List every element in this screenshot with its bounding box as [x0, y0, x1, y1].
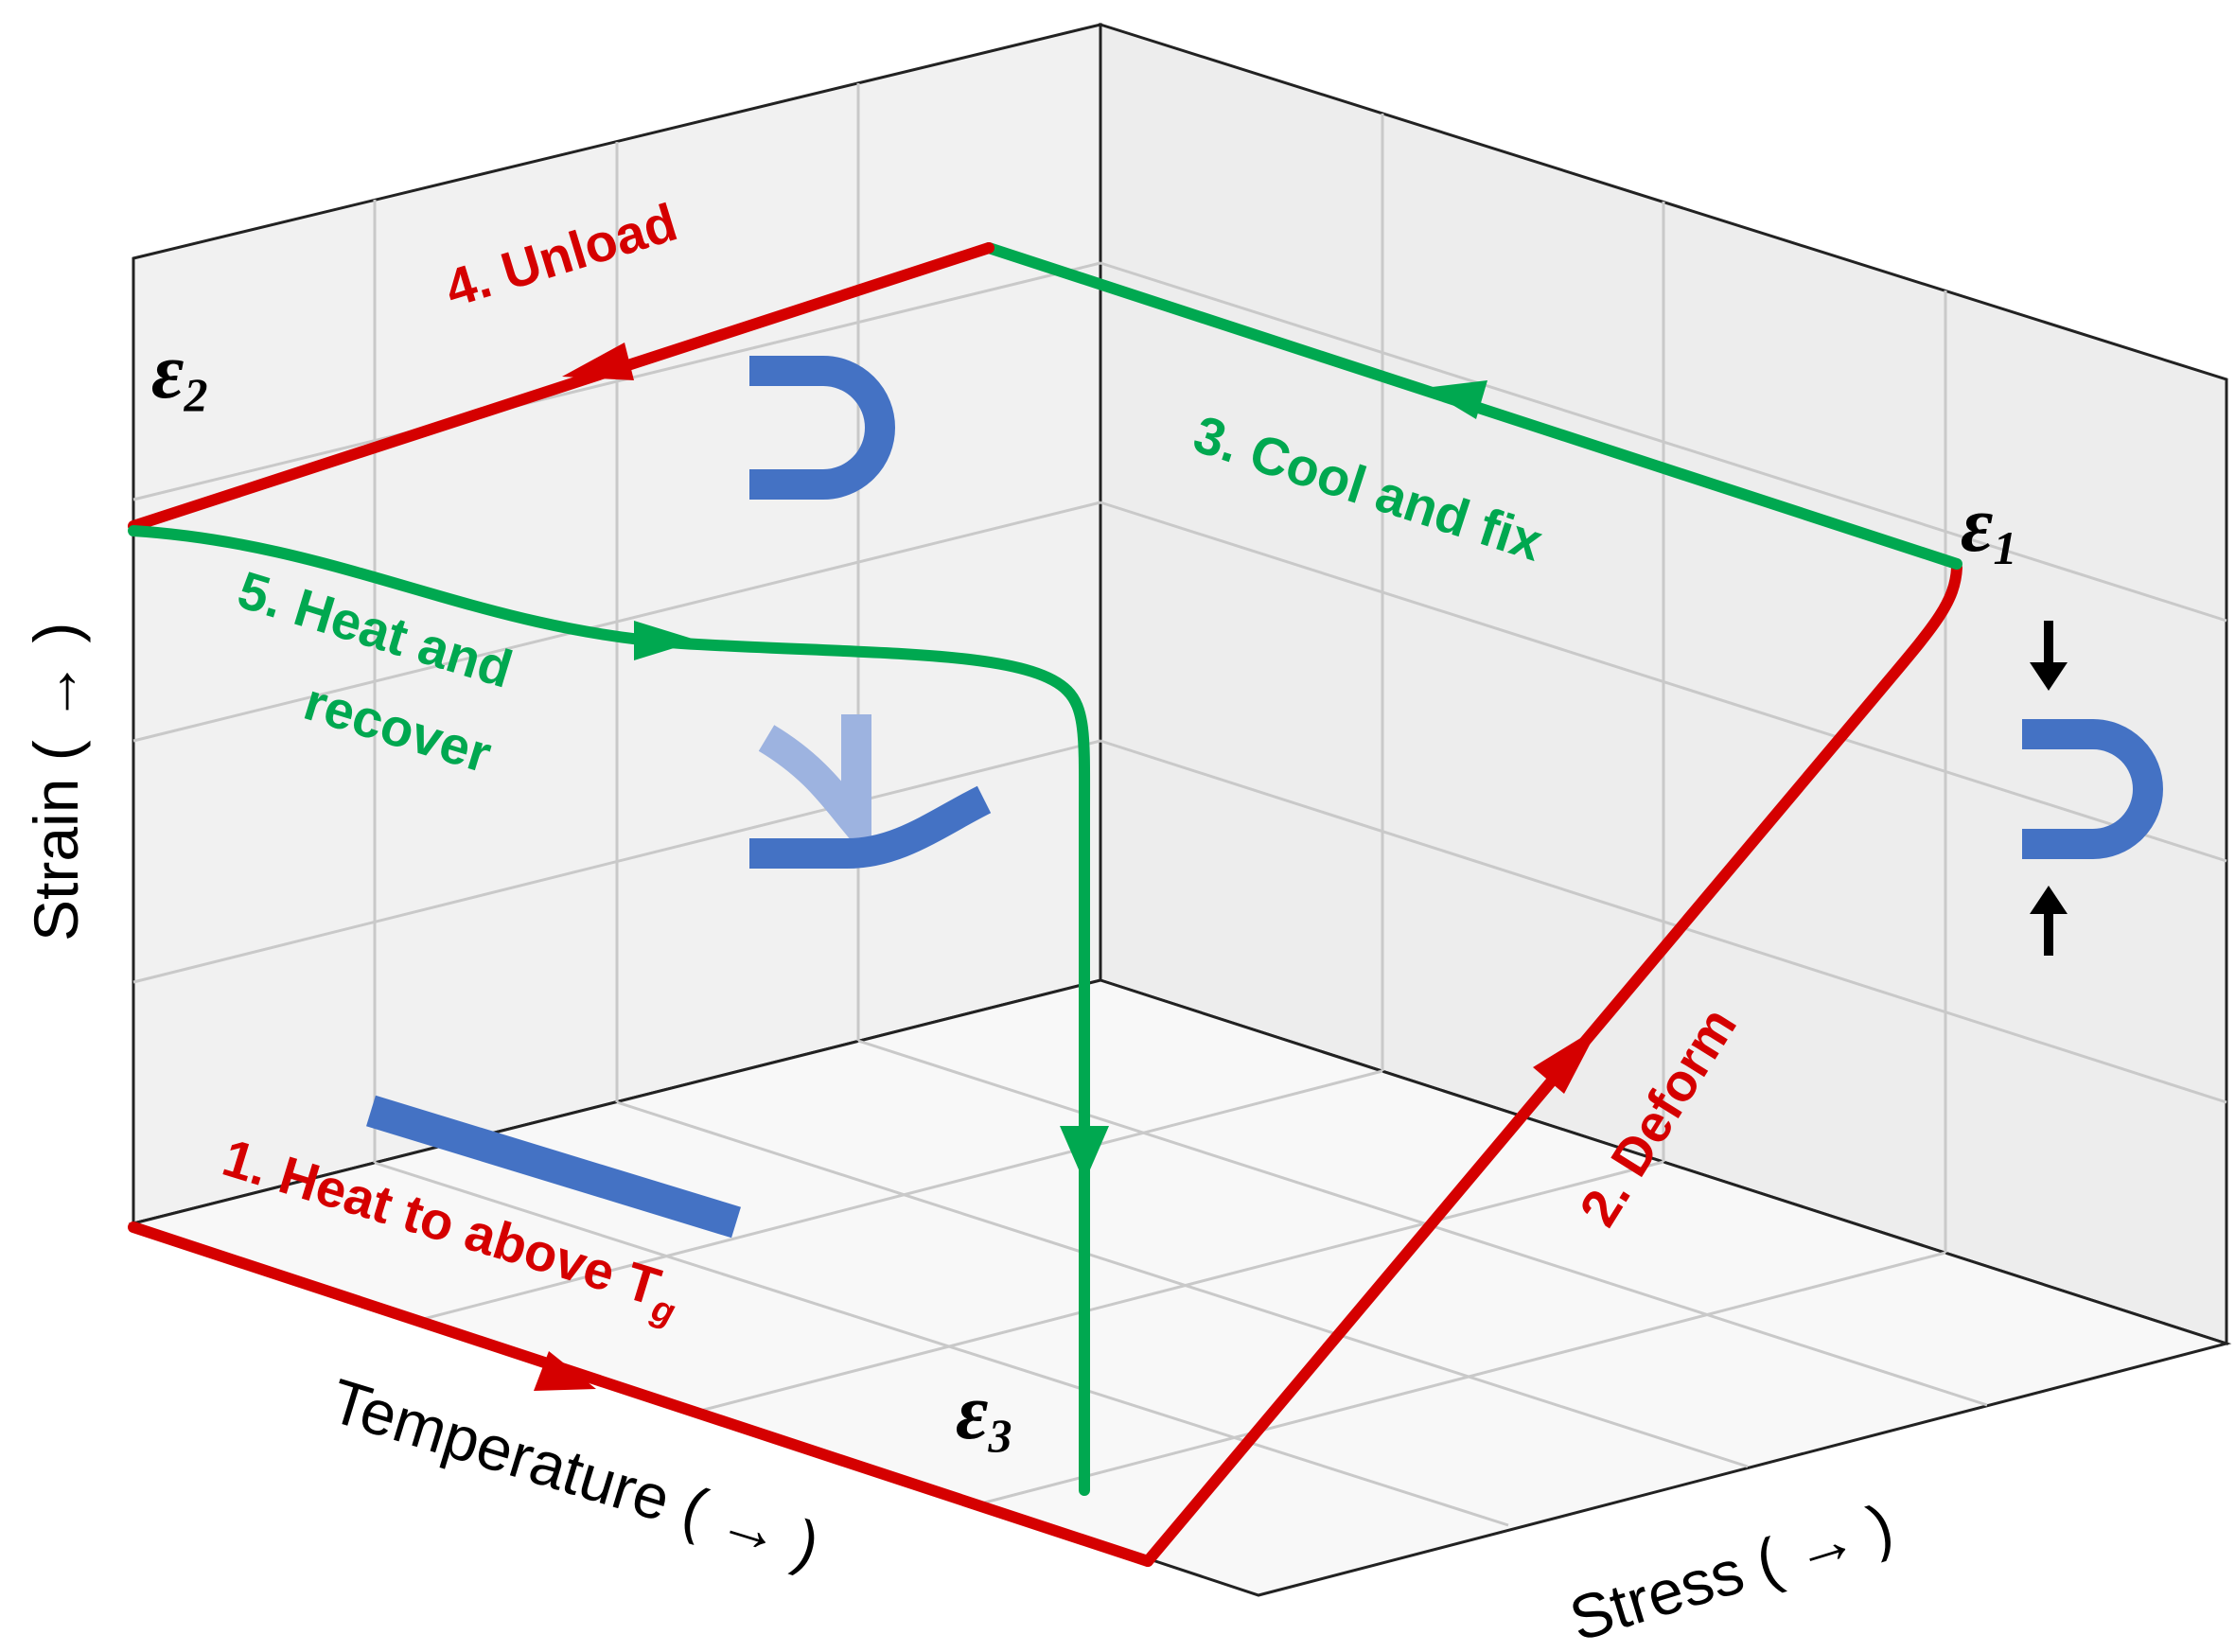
path-unload — [128, 242, 994, 532]
epsilon-1-symbol: ε — [1961, 481, 1993, 569]
epsilon-2-symbol: ε — [151, 327, 184, 415]
arrow-unload — [562, 343, 634, 380]
y-axis-label: Strain ( → ) — [21, 623, 91, 941]
arrow-heat — [534, 1351, 596, 1391]
path-heat — [128, 1221, 1153, 1567]
arrow-cool — [1424, 380, 1487, 419]
cycle-paths — [128, 242, 1962, 1567]
strain-markers: ε1 ε2 ε3 — [151, 327, 2016, 1462]
epsilon-2-subscript: 2 — [183, 368, 207, 421]
sample-icons — [366, 356, 2163, 1239]
epsilon-3-symbol: ε — [956, 1368, 988, 1456]
epsilon-3-subscript: 3 — [987, 1409, 1012, 1462]
arrow-recover-top — [634, 621, 698, 660]
path-recover — [128, 525, 1091, 1496]
path-deform — [1142, 562, 1962, 1567]
z-axis-label: Stress ( → ) — [1561, 1490, 1900, 1652]
axis-box — [128, 22, 2232, 1597]
u-shape-icon-unloaded — [749, 356, 895, 500]
compress-arrows-icon — [2030, 621, 2068, 956]
arrow-recover-down — [1060, 1126, 1109, 1183]
epsilon-3: ε3 — [956, 1368, 1012, 1462]
epsilon-2: ε2 — [151, 327, 207, 421]
epsilon-1-subscript: 1 — [1993, 521, 2016, 574]
grid-lines — [132, 83, 2227, 1527]
straight-strip-icon — [366, 1095, 741, 1239]
direction-arrows — [534, 343, 1599, 1391]
recovering-strip-icon — [749, 714, 992, 869]
arrow-deform — [1533, 1027, 1599, 1094]
u-shape-icon-deformed — [2022, 719, 2163, 859]
epsilon-1: ε1 — [1961, 481, 2016, 574]
